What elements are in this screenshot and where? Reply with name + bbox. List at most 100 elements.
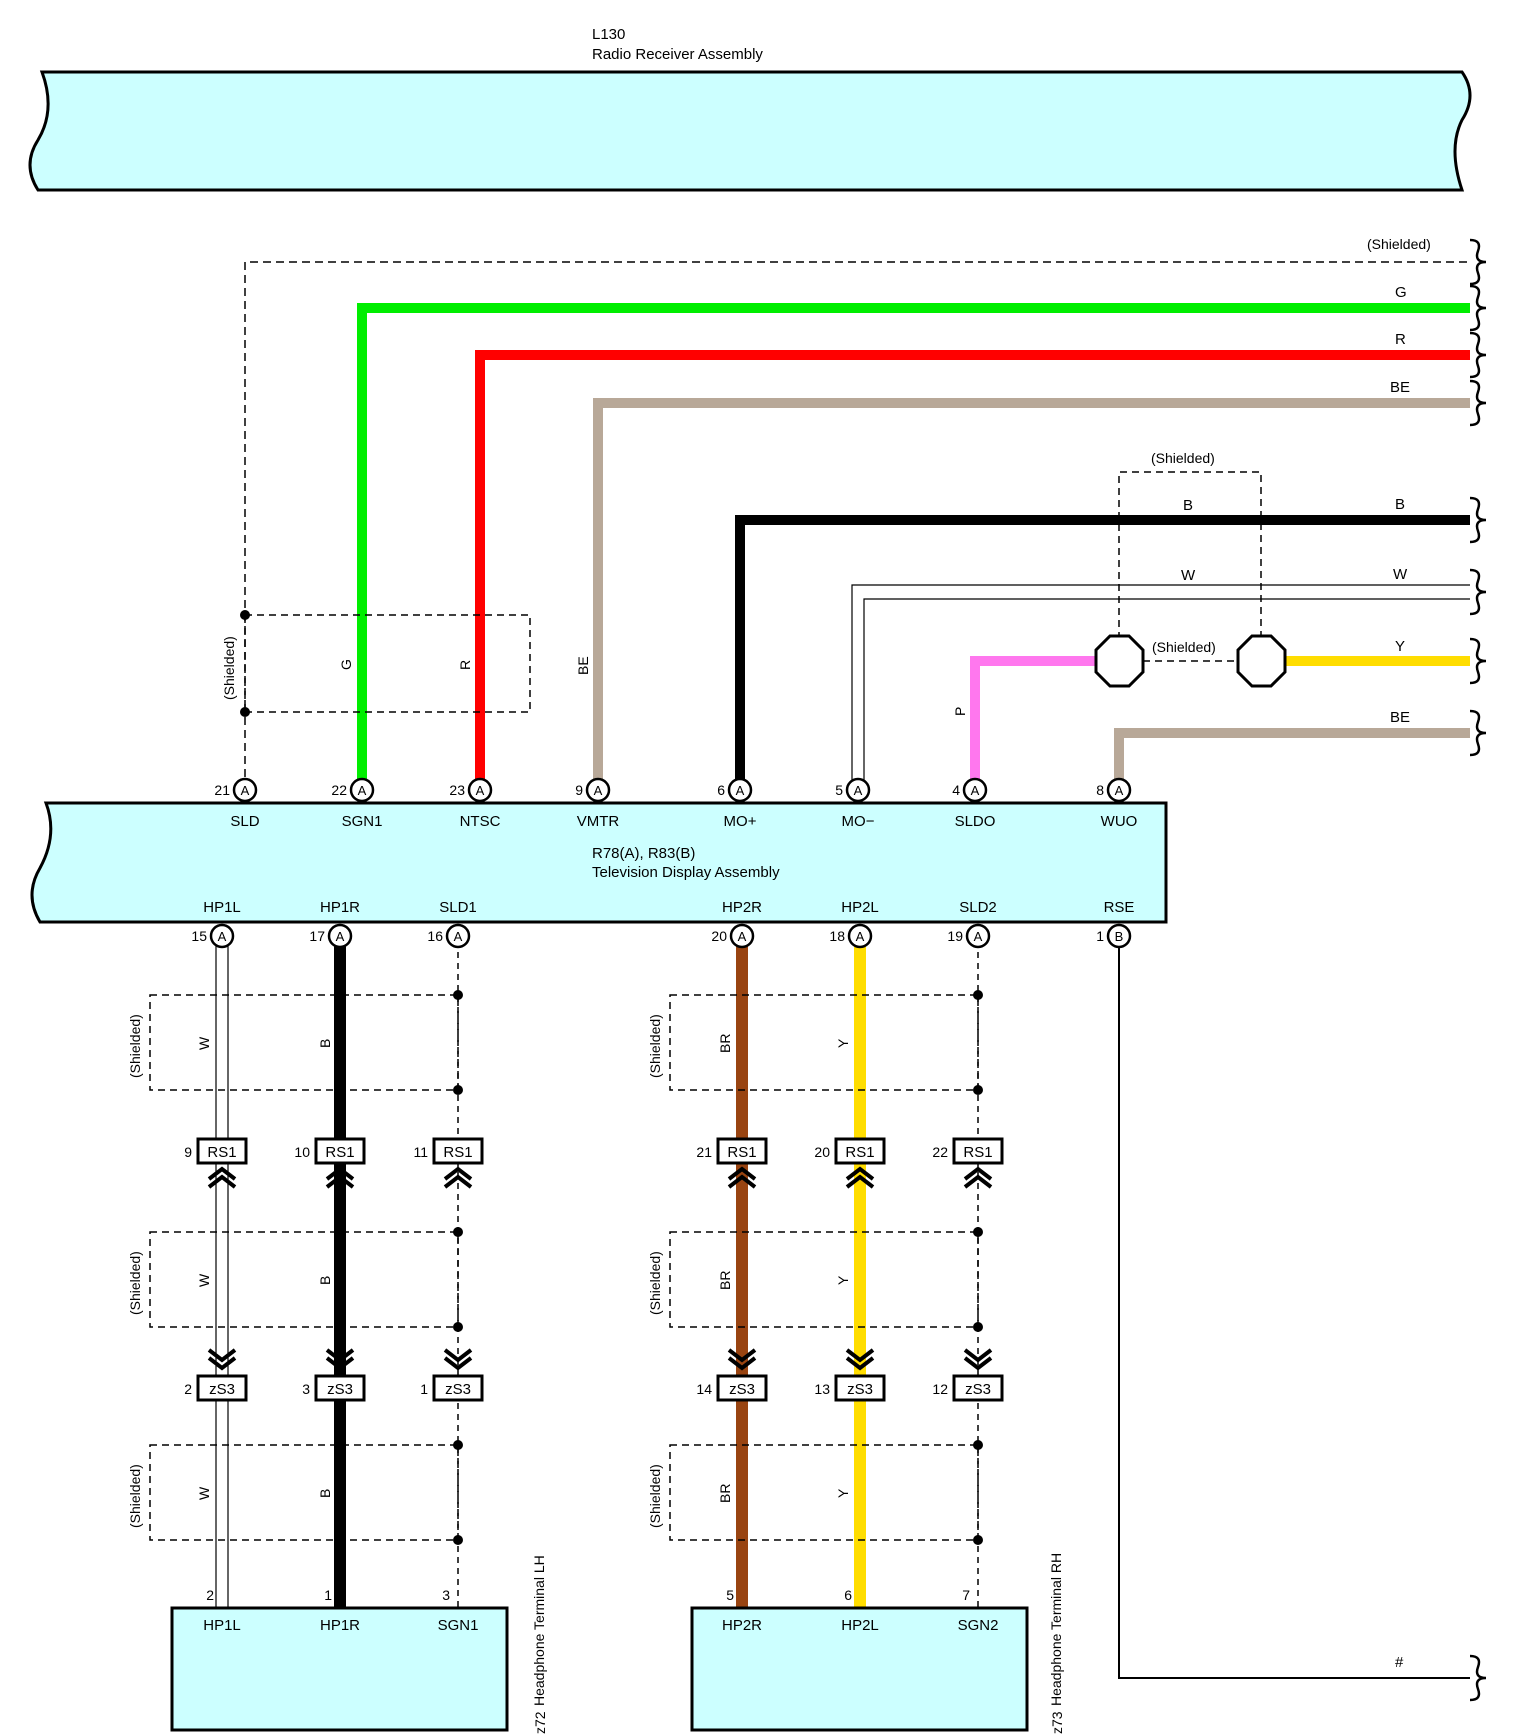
connector-label: RS1 [963,1144,992,1161]
connector-label: RS1 [325,1144,354,1161]
lower-shield-dots [453,990,983,1545]
connector-label: zS3 [847,1381,873,1398]
wire-label-g: G [1395,284,1407,301]
wire-label-w: W [1393,566,1408,583]
pin-number: 19 [947,928,963,944]
pin-conn-letter: A [736,783,745,798]
connector-pin-number: 9 [184,1144,192,1160]
splice-left [1094,634,1145,688]
shielded-lh-1: (Shielded) [127,1014,143,1078]
connector-pin-number: 12 [932,1381,948,1397]
hp-pin-name: HP1L [203,1617,241,1634]
pin-name: HP2R [722,899,762,916]
zs3-connector: zS3 14 [696,1348,768,1402]
pin-conn-letter: A [476,783,485,798]
pin-number: 4 [952,782,960,798]
pin-conn-letter: A [454,929,463,944]
vlabel-p: P [952,707,968,716]
pin-number: 8 [1096,782,1104,798]
pin-name: VMTR [577,813,620,830]
hp-pin-number: 3 [442,1587,450,1603]
wire-label-b: B [1395,496,1405,513]
lh-code: z72 [532,1711,548,1734]
connector-pin-number: 11 [413,1144,428,1160]
pin-conn-letter: B [1115,929,1124,944]
lower-shield-boxes [149,994,979,1541]
connector-pin-number: 14 [696,1381,712,1397]
rh-name: Headphone Terminal RH [1048,1553,1064,1706]
splice-right [1236,634,1287,688]
pin-number: 16 [427,928,443,944]
pin-name: RSE [1104,899,1135,916]
lower-labels: (Shielded) (Shielded) (Shielded) (Shield… [127,1014,851,1528]
connector-label: RS1 [845,1144,874,1161]
pin-name: SLD1 [439,899,477,916]
shielded-label-splice: (Shielded) [1152,639,1216,655]
shielded-rh-3: (Shielded) [647,1464,663,1528]
pin-number: 18 [829,928,845,944]
tv-top-pins: A21SLDA22SGN1A23NTSCA9VMTRA6MO+A5MO−A4SL… [214,777,1138,830]
pin-conn-letter: A [218,929,227,944]
wire-label-hash: # [1395,1654,1404,1671]
radio-receiver-assembly: L130 Radio Receiver Assembly [28,26,1472,192]
hp-pin-number: 2 [206,1587,214,1603]
pin-name: WUO [1101,813,1138,830]
pin-conn-letter: A [594,783,603,798]
splice-octagons [1094,634,1287,688]
connector-label: zS3 [327,1381,353,1398]
headphone-terminal-lh: z72 Headphone Terminal LH [170,1555,548,1734]
rs1-connector: RS1 22 [932,1137,1004,1189]
lbl-b-1: B [317,1039,333,1048]
lbl-y-2: Y [835,1275,851,1285]
pin-number: 6 [717,782,725,798]
pin-conn-letter: A [856,929,865,944]
lbl-w-2: W [196,1273,212,1287]
hp-pin-name: HP1R [320,1617,360,1634]
pin-conn-letter: A [336,929,345,944]
pin-number: 17 [309,928,325,944]
lh-name: Headphone Terminal LH [531,1555,547,1706]
vlabel-r: R [457,660,473,670]
lbl-w-3: W [196,1486,212,1500]
shielded-rh-1: (Shielded) [647,1014,663,1078]
shield-box-top [244,614,531,713]
connector-label: RS1 [207,1144,236,1161]
lbl-b-3: B [317,1489,333,1498]
pin-name: SLD2 [959,899,997,916]
shielded-label-mid: (Shielded) [1151,450,1215,466]
connector-pin-number: 22 [932,1144,948,1160]
lower-wires [215,930,979,1608]
tv-code: R78(A), R83(B) [592,845,695,862]
vertical-wire-labels: (Shielded) G R BE P [221,636,968,716]
pin-conn-letter: A [854,783,863,798]
headphone-terminal-rh: z73 Headphone Terminal RH [690,1553,1065,1734]
radio-code: L130 [592,26,625,43]
pin-name: HP1R [320,899,360,916]
pin-number: 23 [449,782,465,798]
zs3-connector: zS3 3 [302,1348,366,1402]
connector-label: RS1 [727,1144,756,1161]
connector-pin-number: 3 [302,1381,310,1397]
shielded-label-top: (Shielded) [1367,236,1431,252]
connector-label: zS3 [729,1381,755,1398]
rs1-connector: RS1 9 [184,1137,248,1189]
